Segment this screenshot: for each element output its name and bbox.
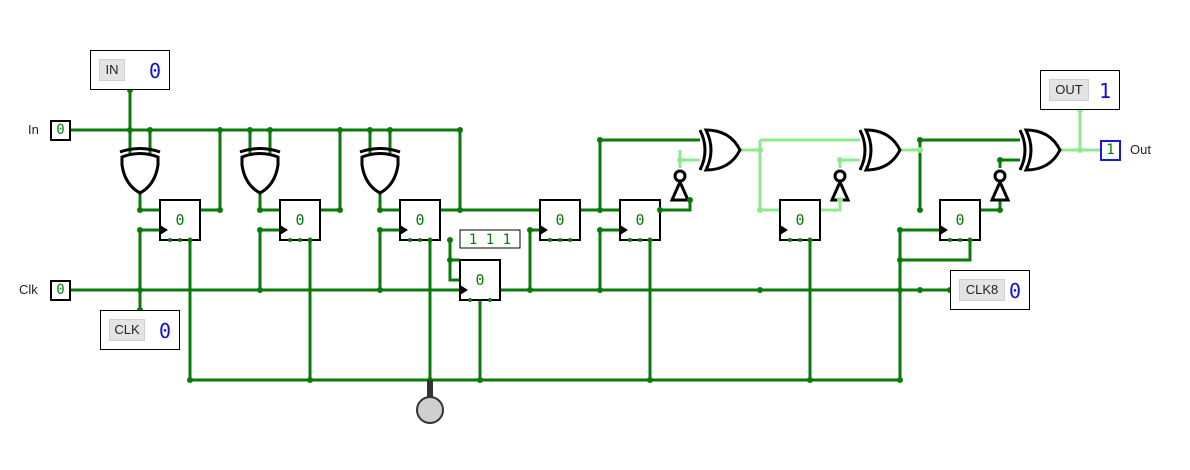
flipflop-4 <box>539 199 581 241</box>
xor-gate-4 <box>703 128 742 172</box>
flipflop-value: 0 <box>955 211 964 229</box>
clk-probe-label: CLK <box>109 319 145 341</box>
xor-gate-5 <box>863 128 902 172</box>
flipflop-value: 0 <box>175 211 184 229</box>
counter-flipflop <box>459 259 501 301</box>
flipflop-value: 0 <box>555 211 564 229</box>
out-probe: OUT 1 <box>1040 70 1120 110</box>
not-gate-1 <box>669 178 691 202</box>
clk-pin-label: Clk <box>19 282 38 297</box>
flipflop-1 <box>159 199 201 241</box>
clk8-probe-label: CLK8 <box>959 279 1005 301</box>
flipflop-values: 0 0 0 0 0 0 0 0 <box>175 211 964 289</box>
in-pin[interactable]: 0 <box>50 120 71 141</box>
clk8-probe-value: 0 <box>1009 279 1022 303</box>
out-pin-label: Out <box>1130 142 1151 157</box>
in-pin-label: In <box>28 122 39 137</box>
not-gates <box>669 169 1011 202</box>
in-probe-label: IN <box>99 59 125 81</box>
out-pin: 1 <box>1100 140 1121 161</box>
xor-gate-3 <box>360 152 400 195</box>
xor-gate-2 <box>240 152 280 195</box>
xor-gates-column <box>119 147 401 195</box>
in-pin-value: 0 <box>56 122 65 138</box>
not-gate-3 <box>989 178 1011 202</box>
counter-value: 0 <box>475 271 484 289</box>
flipflop-3 <box>399 199 441 241</box>
out-probe-label: OUT <box>1049 79 1089 101</box>
clk8-probe: CLK8 0 <box>950 270 1030 310</box>
clk-pin-value: 0 <box>56 282 65 298</box>
in-probe: IN 0 <box>90 50 170 90</box>
reset-stem <box>427 380 433 398</box>
out-probe-value: 1 <box>1099 79 1112 103</box>
xor-gate-1 <box>120 152 160 195</box>
clock-markers <box>160 225 948 295</box>
xor-gate-6 <box>1023 128 1062 172</box>
flipflop-value: 0 <box>295 211 304 229</box>
flipflop-value: 0 <box>635 211 644 229</box>
out-pin-value: 1 <box>1106 142 1115 158</box>
xor-gates-row <box>698 128 1062 172</box>
clk-pin[interactable]: 0 <box>50 280 71 301</box>
counter-state: 1 1 1 <box>469 232 511 248</box>
flipflop-value: 0 <box>415 211 424 229</box>
junction-dots-high <box>677 107 1083 213</box>
reset-button[interactable] <box>416 396 444 424</box>
clk-probe-value: 0 <box>159 319 172 343</box>
in-probe-value: 0 <box>149 59 162 83</box>
clk-probe: CLK 0 <box>100 310 180 350</box>
flipflop-2 <box>279 199 321 241</box>
flipflop-boxes <box>159 199 981 301</box>
flipflop-value: 0 <box>795 211 804 229</box>
flipflop-6 <box>779 199 821 241</box>
counter-state-box <box>459 229 521 249</box>
